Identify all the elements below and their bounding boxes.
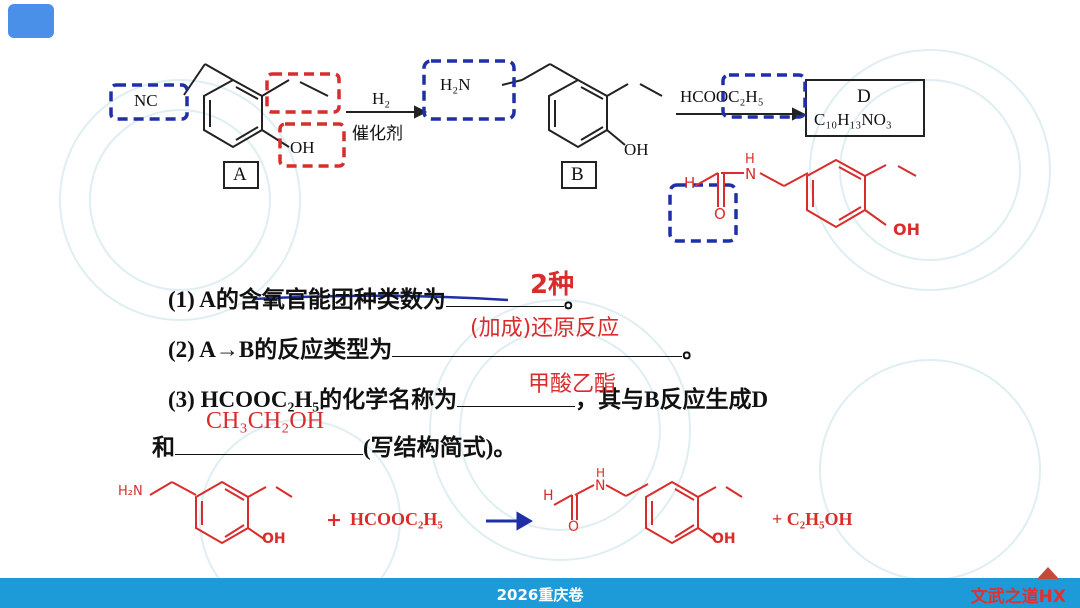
corner-badge xyxy=(8,4,54,38)
answer-1: 2种 xyxy=(530,270,575,300)
amine-highlight-box xyxy=(422,59,516,121)
amide-nh-label: H xyxy=(745,152,755,167)
eq-reactant-amine: H₂N xyxy=(118,484,143,499)
footer-brand: 文武之道HX xyxy=(970,587,1066,607)
eq-product-o: O xyxy=(568,519,580,535)
eq-product-oh: OH xyxy=(712,531,736,547)
q3-blank xyxy=(457,386,576,407)
amide-oh-label: OH xyxy=(893,220,920,239)
arrow2-reagent: HCOOC₂H₅ xyxy=(680,87,764,106)
compound-a-box xyxy=(223,161,259,189)
amide-n-label: N xyxy=(745,165,757,183)
compound-a-label: A xyxy=(233,164,247,185)
q3-suffix: ，其与B反应生成D xyxy=(575,387,769,412)
amide-o-label: O xyxy=(714,205,726,223)
answer-3: 甲酸乙酯 xyxy=(528,372,617,397)
arrow1-condition: 催化剂 xyxy=(352,124,403,144)
amide-h-label: H xyxy=(684,174,696,192)
q3-prefix: (3) HCOOC₂H₅的化学名称为 xyxy=(168,387,458,412)
arrow1-reagent: H₂ xyxy=(372,89,391,108)
compound-a-oh-label: OH xyxy=(290,138,315,157)
question-3: (3) HCOOC₂H₅的化学名称为 ，其与B反应生成D xyxy=(168,380,768,414)
q2-prefix: (2) A→B的反应类型为 xyxy=(168,337,393,362)
footer-bar xyxy=(0,578,1080,608)
product-d-box xyxy=(805,79,925,137)
compound-b-oh-label: OH xyxy=(624,140,649,159)
up-arrow-icon xyxy=(1037,567,1059,579)
q1-suffix: 。 xyxy=(563,287,587,312)
compound-b-box xyxy=(561,161,597,189)
methoxy-highlight-box xyxy=(265,72,341,114)
compound-b-label: B xyxy=(571,164,584,185)
answer-2: (加成)还原反应 xyxy=(470,316,620,341)
eq-plus-1: + xyxy=(326,509,342,531)
eq-product-nh: H xyxy=(596,466,606,480)
q1-blank xyxy=(445,286,564,307)
eq-product-h: H xyxy=(543,488,554,504)
oh-highlight-box xyxy=(278,122,346,168)
q3-line2-blank xyxy=(175,434,363,455)
product-d-formula: C₁₀H₁₃NO₃ xyxy=(814,110,892,129)
ester-highlight-box xyxy=(721,73,807,119)
group-nc-label: NC xyxy=(134,91,158,110)
eq-byproduct: + C₂H₅OH xyxy=(772,509,853,529)
eq-reagent: HCOOC₂H₅ xyxy=(350,509,443,529)
q2-blank xyxy=(392,336,683,357)
question-3-line2: 和 (写结构简式)。 xyxy=(152,428,516,462)
nc-highlight-box xyxy=(109,83,189,121)
footer-title: 2026重庆卷 xyxy=(496,586,584,604)
eq-product-n: N xyxy=(595,478,606,494)
blue-underline xyxy=(253,294,509,302)
reactant-ring xyxy=(195,480,249,545)
q2-suffix: 。 xyxy=(682,337,706,362)
aldehyde-highlight-box xyxy=(668,183,738,243)
question-2: (2) A→B的反应类型为 。 xyxy=(168,330,705,364)
q3-line2-prefix: 和 xyxy=(152,435,175,460)
compound-b-amine-label: H₂N xyxy=(440,75,471,94)
product-d-label: D xyxy=(857,86,871,107)
question-1: (1) A的含氧官能团种类数为 。 xyxy=(168,280,587,314)
answer-4: CH₃CH₂OH xyxy=(206,408,325,434)
product-ring xyxy=(645,480,699,545)
eq-reactant-oh: OH xyxy=(262,531,286,547)
q1-prefix: (1) A的含氧官能团种类数为 xyxy=(168,287,446,312)
q3-line2-suffix: (写结构简式)。 xyxy=(363,435,517,460)
